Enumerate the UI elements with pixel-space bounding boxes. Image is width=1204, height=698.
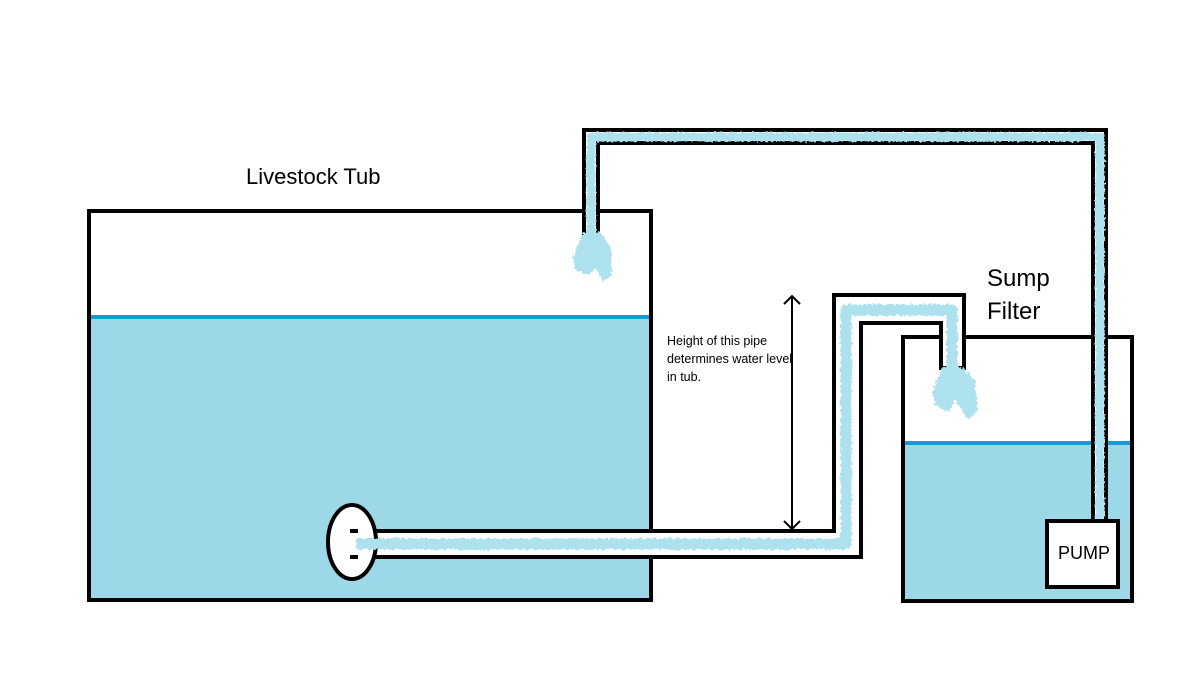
tub-splash — [573, 232, 612, 281]
sump-label-line1: Sump — [987, 265, 1050, 292]
sump-label-line2: Filter — [987, 298, 1041, 325]
sump-filter-tank — [901, 335, 1134, 603]
livestock-tub — [87, 209, 653, 602]
return-flow — [586, 132, 1105, 521]
drain-flow — [356, 304, 958, 550]
sump-filter-label: Sump Filter — [987, 262, 1050, 328]
livestock-tub-label: Livestock Tub — [246, 164, 381, 189]
pump-label: PUMP — [1057, 543, 1110, 563]
pump — [1045, 519, 1120, 589]
sump-splash — [932, 366, 978, 420]
pipe-height-note: Height of this pipe determines water lev… — [667, 334, 793, 384]
